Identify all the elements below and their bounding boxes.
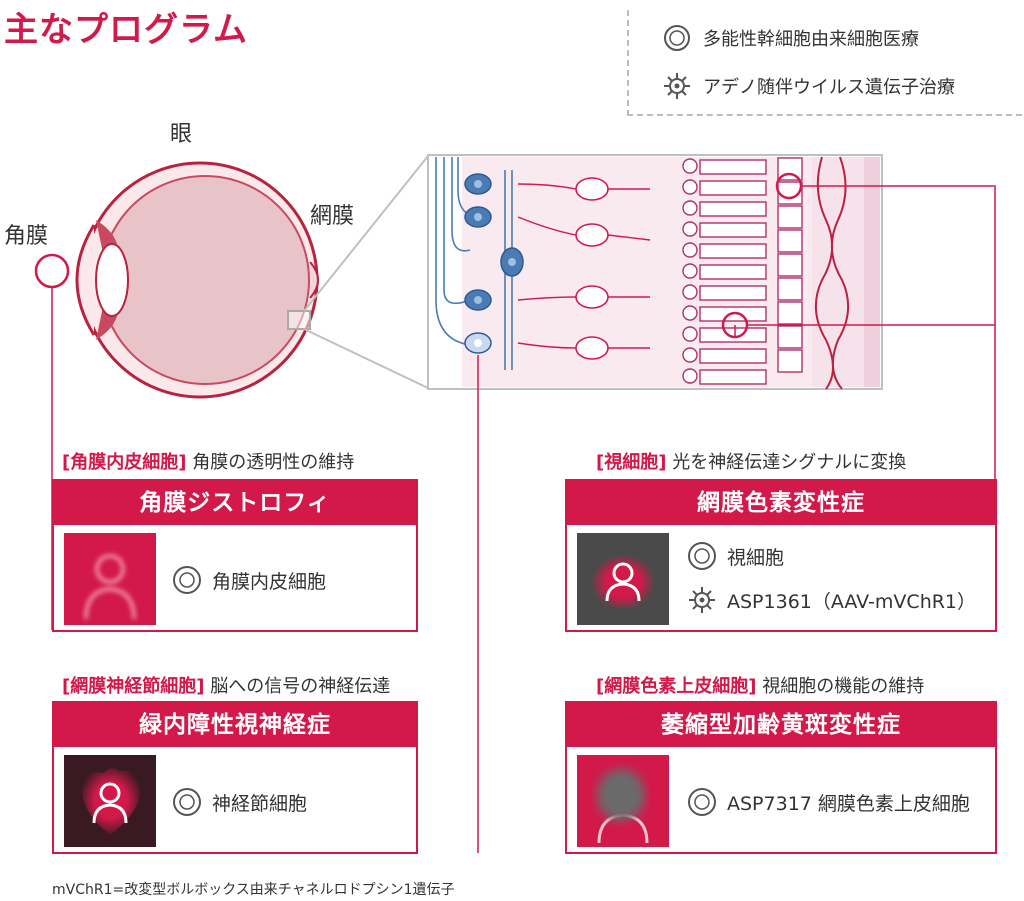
card-rpe-item-1-label: ASP7317 網膜色素上皮細胞 (727, 792, 970, 815)
footnote: mVChR1=改変型ボルボックス由来チャネルロドプシン1遺伝子 (52, 882, 455, 898)
eyeball (34, 161, 319, 399)
card-rpe-description: 視細胞の機能の維持 (762, 676, 925, 697)
card-cornea-item-1: 角膜内皮細胞 (172, 565, 326, 595)
legend-gene-therapy: アデノ随伴ウイルス遺伝子治療 (663, 72, 955, 100)
legend: 多能性幹細胞由来細胞医療 アデノ随伴ウイルス遺伝子治療 (627, 10, 1022, 116)
legend-stem-cell: 多能性幹細胞由来細胞医療 (663, 24, 919, 52)
card-rpe-header: [網膜色素上皮細胞] 視細胞の機能の維持 (596, 676, 925, 697)
legend-stem-cell-label: 多能性幹細胞由来細胞医療 (703, 29, 919, 50)
card-ganglion-header: [網膜神経節細胞] 脳への信号の神経伝達 (62, 676, 391, 697)
virus-icon (664, 73, 690, 99)
stem-cell-icon (688, 788, 716, 816)
card-ganglion-item-1-label: 神経節細胞 (212, 792, 308, 815)
glaucoma-vision-thumbnail (64, 755, 156, 847)
card-rpe-item-1: ASP7317 網膜色素上皮細胞 (687, 787, 970, 817)
card-cornea: 角膜ジストロフィ 角膜内皮細胞 (52, 479, 418, 632)
stem-cell-icon (664, 25, 690, 51)
cornea-label: 角膜 (4, 224, 49, 249)
card-rpe-cell-type: 網膜色素上皮細胞 (604, 676, 749, 697)
card-ganglion-disease: 緑内障性視神経症 (54, 703, 416, 747)
card-rpe: 萎縮型加齢黄斑変性症 ASP7317 網膜色素上皮細胞 (565, 701, 997, 854)
stem-cell-icon (173, 788, 201, 816)
card-photoreceptor-item-2: ASP1361（AAV-mVChR1） (687, 585, 976, 615)
card-photoreceptor-cell-type: 視細胞 (604, 452, 659, 473)
retina-cross-section (427, 154, 883, 390)
legend-gene-therapy-label: アデノ随伴ウイルス遺伝子治療 (703, 77, 955, 98)
card-ganglion: 緑内障性視神経症 神経節細胞 (52, 701, 418, 854)
card-photoreceptor-item-1: 視細胞 (687, 541, 784, 571)
card-photoreceptor-item-2-label: ASP1361（AAV-mVChR1） (727, 590, 977, 613)
eye-label: 眼 (170, 122, 193, 147)
card-ganglion-item-1: 神経節細胞 (172, 787, 307, 817)
stem-cell-icon (173, 566, 201, 594)
card-cornea-item-1-label: 角膜内皮細胞 (212, 570, 327, 593)
page-title: 主なプログラム (4, 10, 248, 50)
card-cornea-disease: 角膜ジストロフィ (54, 481, 416, 525)
card-ganglion-description: 脳への信号の神経伝達 (210, 676, 391, 697)
card-photoreceptor-header: [視細胞] 光を神経伝達シグナルに変換 (596, 452, 907, 473)
virus-icon (689, 587, 715, 613)
stem-cell-icon (688, 542, 716, 570)
card-photoreceptor-disease: 網膜色素変性症 (567, 481, 995, 525)
card-cornea-description: 角膜の透明性の維持 (192, 452, 355, 473)
card-rpe-disease: 萎縮型加齢黄斑変性症 (567, 703, 995, 747)
card-ganglion-cell-type: 網膜神経節細胞 (70, 676, 197, 697)
card-photoreceptor-description: 光を神経伝達シグナルに変換 (672, 452, 907, 473)
retina-label: 網膜 (310, 204, 355, 229)
card-photoreceptor-item-1-label: 視細胞 (727, 546, 785, 569)
card-cornea-header: [角膜内皮細胞] 角膜の透明性の維持 (62, 452, 355, 473)
blurred-vision-thumbnail (64, 533, 156, 625)
tunnel-vision-thumbnail (577, 533, 669, 625)
card-cornea-cell-type: 角膜内皮細胞 (70, 452, 179, 473)
card-photoreceptor: 網膜色素変性症 視細胞 (565, 479, 997, 632)
macular-degeneration-thumbnail (577, 755, 669, 847)
